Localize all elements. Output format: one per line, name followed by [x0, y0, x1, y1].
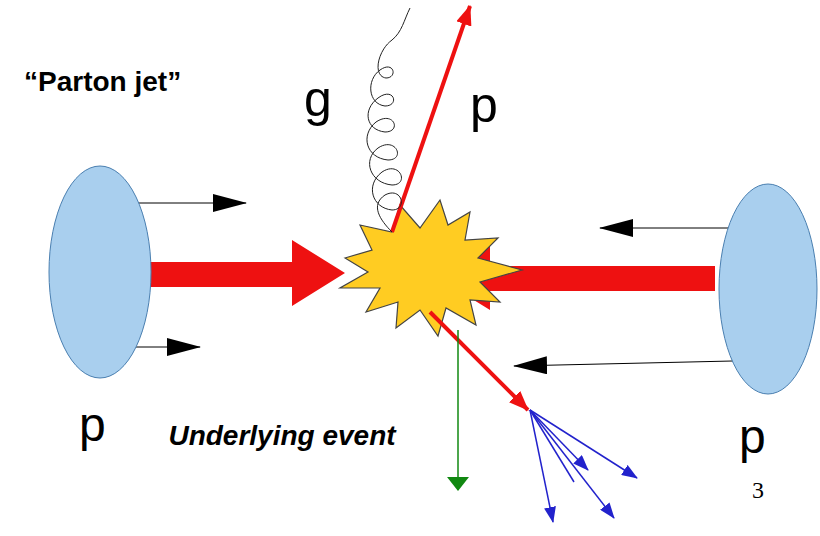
- proton-label: p: [739, 413, 766, 461]
- proton-outline: [48, 165, 152, 379]
- beam-arrow: [145, 240, 345, 306]
- hadron-track: [530, 410, 588, 470]
- underlying-event-label: Underlying event: [162, 418, 402, 453]
- parton-arrow: [392, 6, 470, 232]
- parton-arrow: [430, 312, 528, 410]
- proton-label: p: [79, 401, 106, 449]
- gluon-line: [367, 8, 410, 232]
- hadron-track: [530, 410, 637, 478]
- hadron-track: [530, 410, 574, 482]
- proton-ellipse: p: [48, 165, 152, 379]
- page-number: 3: [752, 478, 764, 502]
- hadron-track: [530, 410, 614, 518]
- jet-label: “Parton jet”: [24, 68, 181, 96]
- proton-outline: [718, 183, 818, 395]
- proton-ellipse: p: [718, 183, 818, 395]
- parton-label: p: [470, 80, 498, 130]
- gluon-label: g: [304, 74, 332, 124]
- hadron-track: [530, 410, 553, 522]
- underlying-event-arrow: [457, 330, 459, 490]
